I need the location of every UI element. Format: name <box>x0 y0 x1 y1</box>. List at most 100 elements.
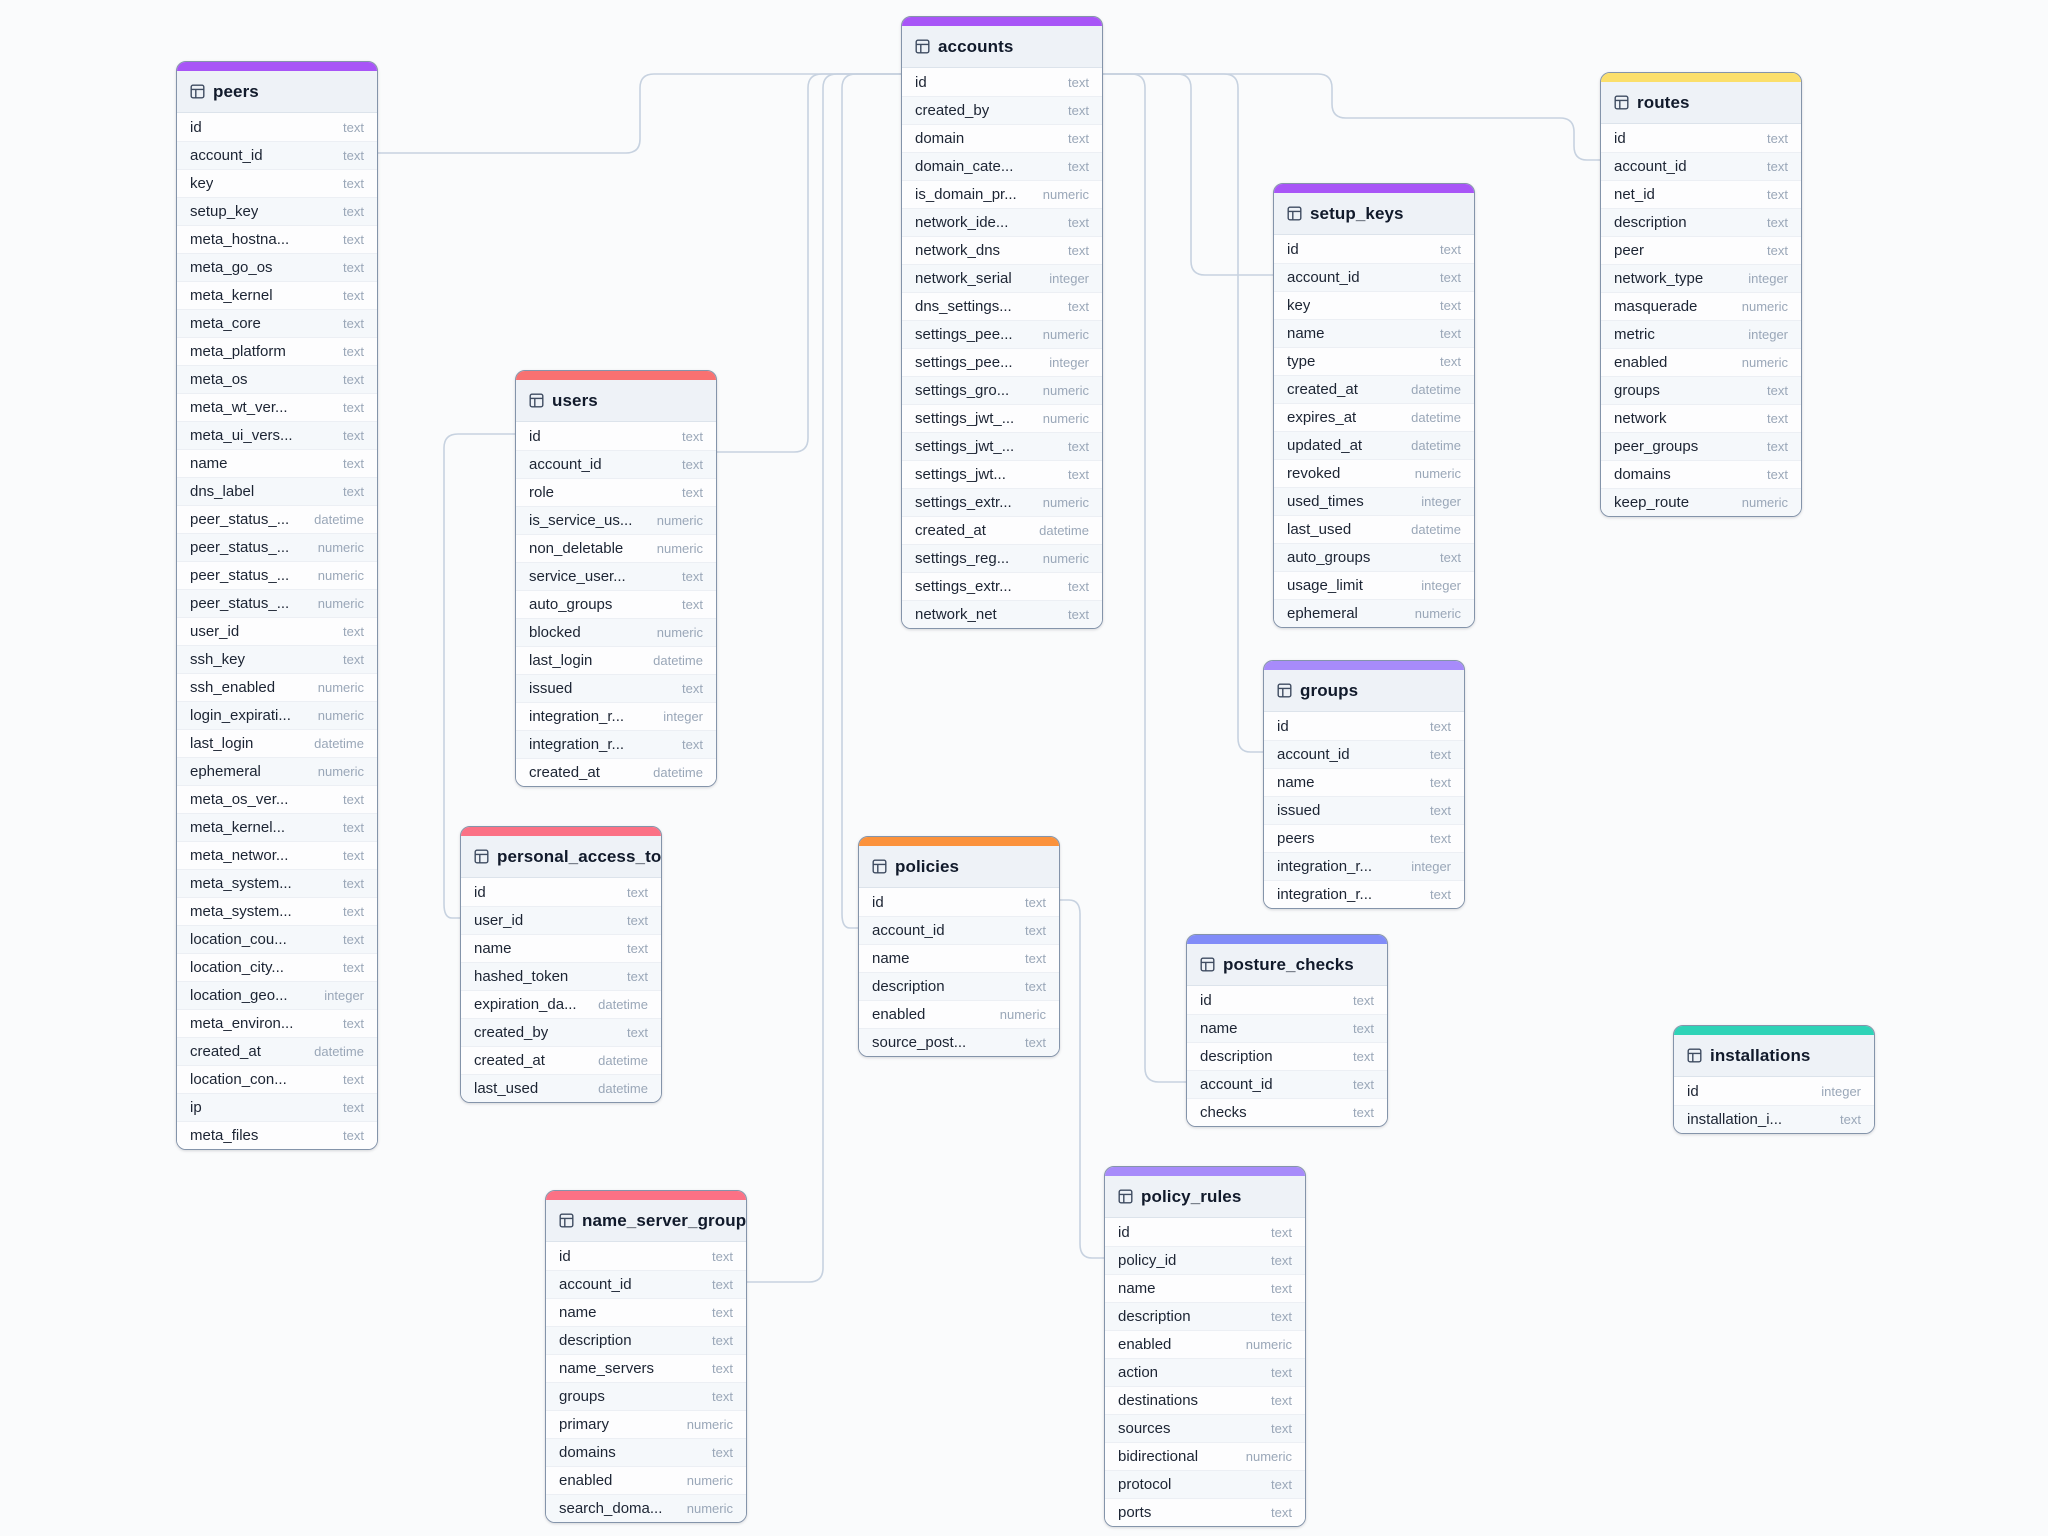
table-field-row[interactable]: settings_jwt... text <box>902 460 1102 488</box>
table-field-row[interactable]: id text <box>1187 986 1387 1014</box>
table-field-row[interactable]: protocol text <box>1105 1470 1305 1498</box>
table-field-row[interactable]: domain_cate... text <box>902 152 1102 180</box>
table-field-row[interactable]: settings_jwt_... text <box>902 432 1102 460</box>
table-peers[interactable]: peers id text account_id text key text s… <box>176 61 378 1150</box>
table-field-row[interactable]: ssh_key text <box>177 645 377 673</box>
table-field-row[interactable]: created_at datetime <box>1274 375 1474 403</box>
table-field-row[interactable]: meta_hostna... text <box>177 225 377 253</box>
table-field-row[interactable]: ephemeral numeric <box>1274 599 1474 627</box>
table-field-row[interactable]: description text <box>1187 1042 1387 1070</box>
table-field-row[interactable]: created_at datetime <box>461 1046 661 1074</box>
table-field-row[interactable]: used_times integer <box>1274 487 1474 515</box>
table-field-row[interactable]: key text <box>1274 291 1474 319</box>
table-field-row[interactable]: metric integer <box>1601 320 1801 348</box>
table-field-row[interactable]: peer text <box>1601 236 1801 264</box>
table-field-row[interactable]: description text <box>859 972 1059 1000</box>
table-field-row[interactable]: description text <box>1105 1302 1305 1330</box>
table-field-row[interactable]: updated_at datetime <box>1274 431 1474 459</box>
table-routes[interactable]: routes id text account_id text net_id te… <box>1600 72 1802 517</box>
table-field-row[interactable]: settings_reg... numeric <box>902 544 1102 572</box>
table-header[interactable]: posture_checks <box>1187 944 1387 986</box>
table-posture_checks[interactable]: posture_checks id text name text descrip… <box>1186 934 1388 1127</box>
table-field-row[interactable]: id text <box>1264 712 1464 740</box>
table-field-row[interactable]: settings_pee... numeric <box>902 320 1102 348</box>
table-field-row[interactable]: meta_kernel... text <box>177 813 377 841</box>
table-field-row[interactable]: account_id text <box>516 450 716 478</box>
table-field-row[interactable]: meta_environ... text <box>177 1009 377 1037</box>
table-field-row[interactable]: id text <box>1105 1218 1305 1246</box>
table-field-row[interactable]: last_login datetime <box>177 729 377 757</box>
table-field-row[interactable]: location_geo... integer <box>177 981 377 1009</box>
table-field-row[interactable]: peer_status_... datetime <box>177 505 377 533</box>
table-field-row[interactable]: last_used datetime <box>1274 515 1474 543</box>
table-field-row[interactable]: type text <box>1274 347 1474 375</box>
table-field-row[interactable]: groups text <box>546 1382 746 1410</box>
table-field-row[interactable]: meta_system... text <box>177 869 377 897</box>
table-field-row[interactable]: integration_r... text <box>516 730 716 758</box>
table-accounts[interactable]: accounts id text created_by text domain … <box>901 16 1103 629</box>
table-field-row[interactable]: source_post... text <box>859 1028 1059 1056</box>
table-field-row[interactable]: meta_go_os text <box>177 253 377 281</box>
table-field-row[interactable]: revoked numeric <box>1274 459 1474 487</box>
table-header[interactable]: routes <box>1601 82 1801 124</box>
table-field-row[interactable]: name text <box>177 449 377 477</box>
table-field-row[interactable]: issued text <box>516 674 716 702</box>
table-field-row[interactable]: peers text <box>1264 824 1464 852</box>
table-field-row[interactable]: settings_jwt_... numeric <box>902 404 1102 432</box>
table-field-row[interactable]: network_serial integer <box>902 264 1102 292</box>
table-field-row[interactable]: enabled numeric <box>1105 1330 1305 1358</box>
table-field-row[interactable]: enabled numeric <box>546 1466 746 1494</box>
table-field-row[interactable]: id text <box>177 113 377 141</box>
table-field-row[interactable]: expires_at datetime <box>1274 403 1474 431</box>
table-header[interactable]: installations <box>1674 1035 1874 1077</box>
table-field-row[interactable]: is_service_us... numeric <box>516 506 716 534</box>
table-field-row[interactable]: enabled numeric <box>859 1000 1059 1028</box>
table-field-row[interactable]: network text <box>1601 404 1801 432</box>
table-field-row[interactable]: created_at datetime <box>177 1037 377 1065</box>
table-setup_keys[interactable]: setup_keys id text account_id text key t… <box>1273 183 1475 628</box>
table-header[interactable]: policies <box>859 846 1059 888</box>
table-field-row[interactable]: created_by text <box>461 1018 661 1046</box>
table-field-row[interactable]: groups text <box>1601 376 1801 404</box>
table-field-row[interactable]: expiration_da... datetime <box>461 990 661 1018</box>
table-field-row[interactable]: meta_files text <box>177 1121 377 1149</box>
table-field-row[interactable]: user_id text <box>177 617 377 645</box>
table-field-row[interactable]: issued text <box>1264 796 1464 824</box>
table-field-row[interactable]: name text <box>461 934 661 962</box>
table-field-row[interactable]: integration_r... integer <box>516 702 716 730</box>
table-field-row[interactable]: network_type integer <box>1601 264 1801 292</box>
table-header[interactable]: setup_keys <box>1274 193 1474 235</box>
table-field-row[interactable]: meta_os text <box>177 365 377 393</box>
table-header[interactable]: groups <box>1264 670 1464 712</box>
table-field-row[interactable]: meta_platform text <box>177 337 377 365</box>
table-policy_rules[interactable]: policy_rules id text policy_id text name… <box>1104 1166 1306 1527</box>
table-field-row[interactable]: account_id text <box>546 1270 746 1298</box>
table-header[interactable]: users <box>516 380 716 422</box>
table-field-row[interactable]: created_at datetime <box>516 758 716 786</box>
table-field-row[interactable]: user_id text <box>461 906 661 934</box>
table-field-row[interactable]: account_id text <box>1264 740 1464 768</box>
table-field-row[interactable]: integration_r... text <box>1264 880 1464 908</box>
table-field-row[interactable]: name text <box>859 944 1059 972</box>
table-field-row[interactable]: network_ide... text <box>902 208 1102 236</box>
table-field-row[interactable]: domain text <box>902 124 1102 152</box>
table-header[interactable]: policy_rules <box>1105 1176 1305 1218</box>
table-field-row[interactable]: bidirectional numeric <box>1105 1442 1305 1470</box>
table-header[interactable]: personal_access_tokens <box>461 836 661 878</box>
table-field-row[interactable]: description text <box>546 1326 746 1354</box>
table-field-row[interactable]: masquerade numeric <box>1601 292 1801 320</box>
table-field-row[interactable]: last_login datetime <box>516 646 716 674</box>
table-field-row[interactable]: id text <box>516 422 716 450</box>
table-field-row[interactable]: network_net text <box>902 600 1102 628</box>
table-field-row[interactable]: account_id text <box>177 141 377 169</box>
table-field-row[interactable]: account_id text <box>1274 263 1474 291</box>
table-field-row[interactable]: meta_core text <box>177 309 377 337</box>
table-field-row[interactable]: meta_ui_vers... text <box>177 421 377 449</box>
table-field-row[interactable]: location_city... text <box>177 953 377 981</box>
table-field-row[interactable]: name text <box>1274 319 1474 347</box>
table-field-row[interactable]: id integer <box>1674 1077 1874 1105</box>
table-field-row[interactable]: destinations text <box>1105 1386 1305 1414</box>
table-field-row[interactable]: name text <box>1105 1274 1305 1302</box>
table-field-row[interactable]: ip text <box>177 1093 377 1121</box>
table-field-row[interactable]: last_used datetime <box>461 1074 661 1102</box>
